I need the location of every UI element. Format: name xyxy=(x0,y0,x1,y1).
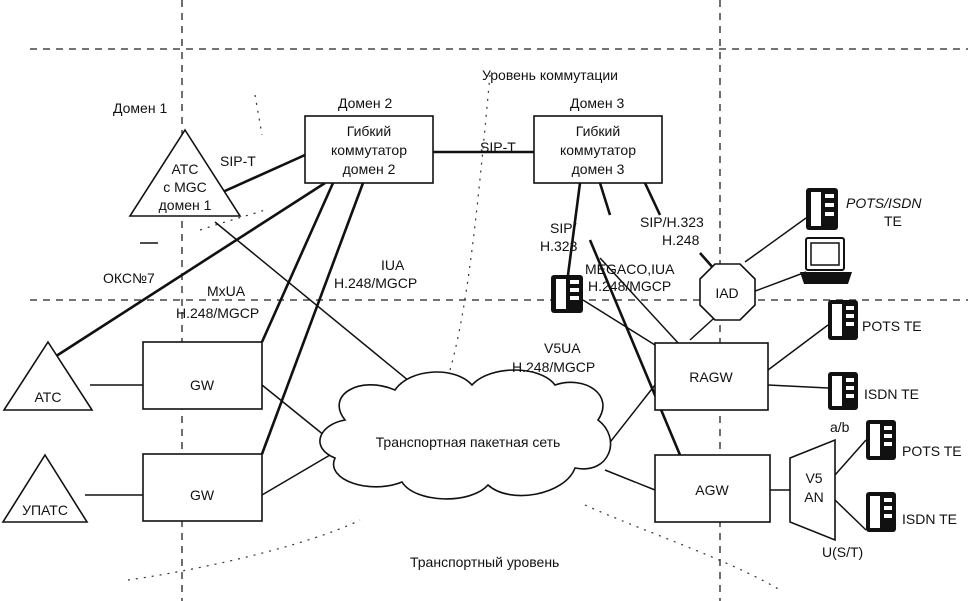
gateway-2 xyxy=(142,453,263,522)
iad-node xyxy=(699,263,756,321)
link-iua-ss2-gw2 xyxy=(260,182,365,455)
terminal-pots-1-label: POTS TE xyxy=(862,318,922,334)
domain-2-label: Домен 2 xyxy=(338,95,392,111)
computer-icon xyxy=(800,237,852,284)
softswitch-domain3 xyxy=(533,115,663,184)
v5an-node xyxy=(789,438,836,542)
phone-icon xyxy=(866,420,896,460)
protocol-sipt-2: SIP-T xyxy=(480,139,516,155)
gateway-1 xyxy=(142,341,263,410)
dotted-arc-bottom-left xyxy=(127,519,361,581)
terminal-pots-2-label: POTS TE xyxy=(902,443,962,459)
link-atsmgc-cloud xyxy=(214,221,421,391)
protocol-sip-h323-1: SIP/ xyxy=(550,220,577,236)
agw-label: AGW xyxy=(695,482,729,498)
protocol-v5ua-2: H.248/MGCP xyxy=(512,359,595,375)
link-sipt-ss2-atsmgc xyxy=(215,153,306,197)
link-oks7-ss2-ats xyxy=(49,181,326,362)
protocol-megaco-2: H.248/MGCP xyxy=(588,278,671,294)
softswitch2-label-2: коммутатор xyxy=(331,142,407,158)
softswitch3-label-1: Гибкий xyxy=(576,123,620,139)
softswitch2-label-3: домен 2 xyxy=(343,161,396,177)
link-ss3-stub2 xyxy=(643,182,662,216)
ats-mgc-label-1: АТС xyxy=(172,161,199,177)
protocol-sipt-1: SIP-T xyxy=(220,153,256,169)
link-gw1-cloud xyxy=(261,384,331,441)
gateway-2-label: GW xyxy=(190,487,215,503)
link-v5an-pots xyxy=(834,439,867,476)
link-mxua-ss2-gw1 xyxy=(260,182,335,343)
link-iad-computer xyxy=(749,271,807,294)
terminal-pots-isdn-label-1: POTS/ISDN xyxy=(846,195,922,211)
protocol-oks7: ОКС№7 xyxy=(103,270,155,286)
ats-mgc-node xyxy=(128,128,242,217)
iad-label: IAD xyxy=(715,285,738,301)
upats-label: УПАТС xyxy=(22,502,68,518)
phone-icon xyxy=(806,188,838,230)
protocol-iua-1: IUA xyxy=(381,257,405,273)
agw-node xyxy=(654,454,771,523)
v5an-label-1: V5 xyxy=(805,470,822,486)
ats-node xyxy=(2,340,94,411)
link-ragw-isdn xyxy=(767,384,829,389)
dotted-separator-center xyxy=(449,74,491,371)
domain-3-label: Домен 3 xyxy=(570,95,624,111)
link-ss3-stub xyxy=(598,182,612,216)
ats-mgc-label-2: с MGC xyxy=(163,179,207,195)
link-gw2-cloud xyxy=(261,454,331,496)
domain-1-label: Домен 1 xyxy=(113,100,167,116)
softswitch-domain2 xyxy=(304,115,434,184)
protocol-sip-h323-2: H.323 xyxy=(540,238,578,254)
protocol-v5ua-1: V5UA xyxy=(544,340,581,356)
ats-label: АТС xyxy=(35,389,62,405)
upats-node xyxy=(1,453,89,523)
link-iad-pots-isdn xyxy=(744,217,807,263)
phone-icon xyxy=(828,372,858,410)
phone-icon xyxy=(828,300,858,340)
protocol-ab: a/b xyxy=(830,419,850,435)
ragw-node xyxy=(654,342,769,411)
v5an-label-2: AN xyxy=(804,489,823,505)
terminal-isdn-2-label: ISDN TE xyxy=(902,511,957,527)
dotted-arc-left xyxy=(199,209,266,231)
protocol-megaco-1: MEGACO,IUA xyxy=(585,261,675,277)
softswitch3-label-3: домен 3 xyxy=(572,161,625,177)
gateway-1-label: GW xyxy=(190,377,215,393)
link-agw-cloud xyxy=(604,469,656,491)
link-megaco-ss3-agw xyxy=(588,239,682,456)
protocol-ust: U(S/T) xyxy=(822,544,863,560)
dotted-separator-left xyxy=(254,94,263,136)
ats-mgc-label-3: домен 1 xyxy=(159,197,212,213)
link-sip-ss3-phone xyxy=(566,182,582,276)
terminal-isdn-1-label: ISDN TE xyxy=(864,386,919,402)
phone-icon xyxy=(551,275,583,313)
link-ragw-pots xyxy=(767,324,829,371)
transport-level-label: Транспортный уровень xyxy=(410,554,559,570)
protocol-mxua-1: MxUA xyxy=(207,283,246,299)
phone-icon xyxy=(866,492,896,532)
protocol-mxua-2: H.248/MGCP xyxy=(176,305,259,321)
cloud-label: Транспортная пакетная сеть xyxy=(376,434,561,450)
terminal-pots-isdn-label-2: TE xyxy=(884,213,902,229)
link-v5an-isdn xyxy=(834,499,867,531)
switching-level-label: Уровень коммутации xyxy=(482,67,618,83)
protocol-sip-h323-h248-1: SIP/H.323 xyxy=(640,214,704,230)
link-phone-ragw xyxy=(582,299,656,346)
softswitch2-label-1: Гибкий xyxy=(347,123,391,139)
protocol-sip-h323-h248-2: H.248 xyxy=(662,232,700,248)
ragw-label: RAGW xyxy=(689,369,733,385)
cloud-icon xyxy=(319,369,612,500)
link-ss3-ragw xyxy=(599,257,681,346)
softswitch3-label-2: коммутатор xyxy=(560,142,636,158)
protocol-iua-2: H.248/MGCP xyxy=(334,275,417,291)
